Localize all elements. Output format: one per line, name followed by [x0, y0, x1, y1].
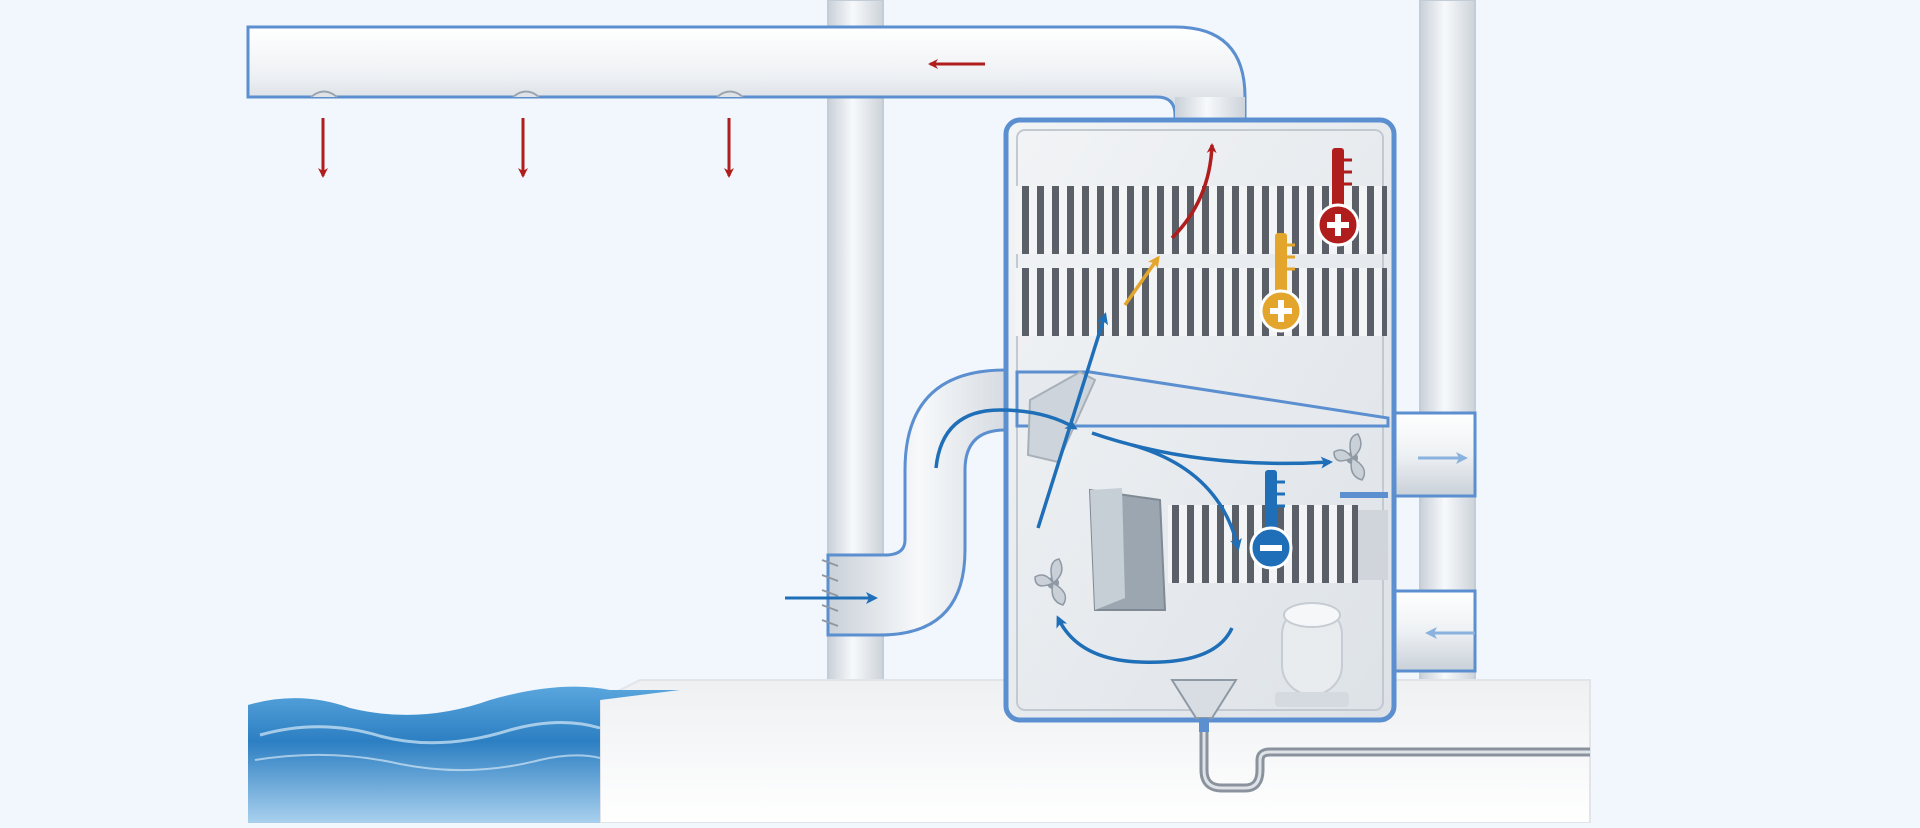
exhaust-ducts: [1393, 411, 1477, 673]
fan-icon: [1333, 433, 1366, 481]
airflow-arrow: [1091, 431, 1333, 469]
reheat-coil: [1015, 268, 1387, 336]
dehumidifier-unit: [934, 117, 1590, 793]
water-wave: [254, 753, 601, 772]
nozzle: [716, 90, 744, 98]
divider-plate: [1340, 492, 1388, 498]
pool-water: [248, 686, 680, 823]
airflow-arrow-hot: [1170, 143, 1217, 240]
thermometer-plus-icon: [1316, 148, 1360, 247]
airflow-arrow: [934, 408, 1078, 469]
water-surface: [248, 686, 680, 823]
heat-exchanger-side: [1090, 488, 1125, 610]
exhaust-duct-upper: [1393, 411, 1477, 498]
internal-shelf: [1015, 370, 1390, 428]
intake-grille: [821, 559, 839, 627]
water-wave: [259, 721, 601, 745]
recirculation-arrow: [1056, 615, 1234, 664]
compressor: [1275, 602, 1349, 707]
thermometer-minus-icon: [1249, 470, 1293, 570]
airflow-arrows: [934, 143, 1333, 664]
airflow-arrow: [1131, 443, 1242, 551]
exhaust-duct-lower: [1393, 589, 1477, 673]
fan-icon: [1034, 558, 1067, 606]
airflow-arrow-warm: [1123, 255, 1160, 307]
duct-nozzles: [310, 90, 744, 98]
nozzle: [310, 90, 338, 98]
airflow-arrow: [1036, 312, 1109, 529]
evaporator-end: [1358, 510, 1388, 580]
thermometer-plus-icon: [1259, 233, 1303, 333]
drain-funnel-icon: [1170, 679, 1590, 793]
supply-air-arrows: [318, 118, 734, 178]
nozzle: [512, 90, 540, 98]
